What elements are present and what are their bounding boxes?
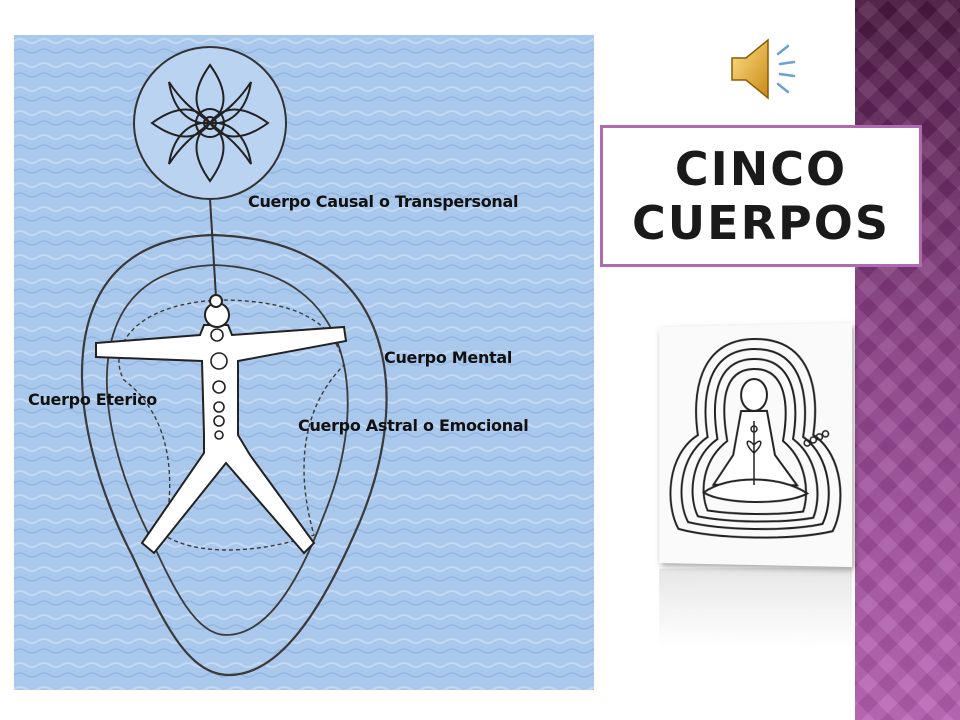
- diagram-background: [14, 35, 594, 690]
- mental-aura-outline: [105, 264, 349, 636]
- label-astral-body: Cuerpo Astral o Emocional: [298, 416, 528, 435]
- speaker-sound-icon[interactable]: [728, 34, 800, 104]
- outer-aura-outline: [80, 233, 388, 677]
- astral-aura-outline: [118, 299, 345, 551]
- meditating-figure-icon: [659, 322, 853, 568]
- silver-cord-line: [209, 198, 217, 298]
- chakra-points: [210, 328, 228, 440]
- decorative-side-band: [855, 0, 960, 720]
- five-bodies-diagram: Cuerpo Causal o Transpersonal Cuerpo Men…: [14, 35, 594, 690]
- label-mental-body: Cuerpo Mental: [384, 348, 512, 367]
- title-line-1: CINCO: [674, 142, 848, 196]
- title-box: CINCO CUERPOS: [600, 125, 922, 267]
- photo-reflection: [659, 567, 853, 649]
- label-etheric-body: Cuerpo Eterico: [28, 390, 157, 409]
- label-causal-body: Cuerpo Causal o Transpersonal: [248, 192, 518, 211]
- title-line-2: CUERPOS: [632, 196, 890, 250]
- lotus-flower-icon: [133, 46, 287, 200]
